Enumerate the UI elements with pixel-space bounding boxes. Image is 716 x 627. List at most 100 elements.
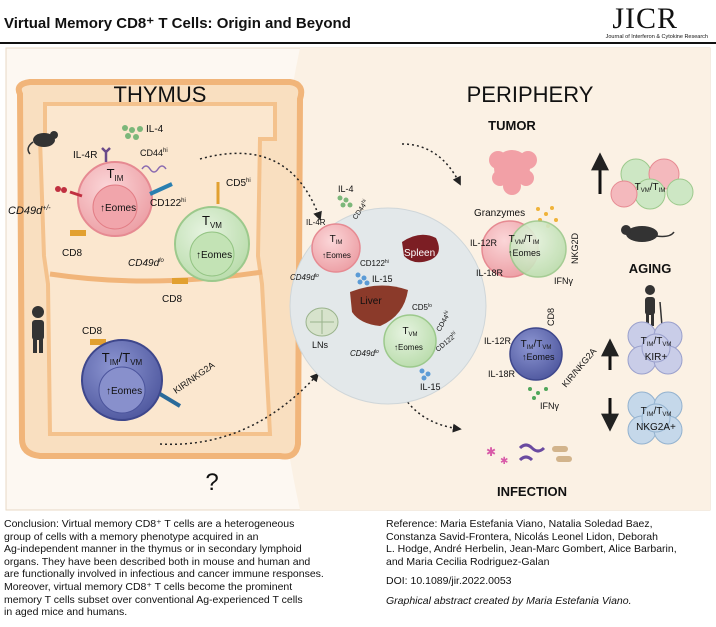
- liver-icon: [350, 285, 408, 326]
- spleen-icon: [402, 234, 439, 263]
- il15-dots-lymphoid: [355, 272, 370, 286]
- cd44-receptor-thymus: [141, 165, 167, 173]
- cd8-thymus-1: CD8: [62, 248, 82, 259]
- conclusion-line-5: are functionally involved in infectious …: [4, 568, 324, 581]
- il12r-tumor: IL-12R: [470, 238, 498, 248]
- il4r-receptor-thymus: [101, 147, 111, 162]
- cd8-receptor-human: [90, 339, 106, 345]
- eomes-lymphoid-2: ↑Eomes: [394, 343, 423, 352]
- elderly-person-icon: [645, 285, 663, 327]
- cd8-human: CD8: [82, 326, 102, 337]
- cd122-receptor-thymus: [149, 182, 173, 196]
- conclusion-text: Conclusion: Virtual memory CD8⁺ T cells …: [4, 518, 376, 619]
- eomes-lymphoid: ↑Eomes: [322, 251, 351, 260]
- pathogen-icons: ✱ ✱: [486, 443, 572, 467]
- il15-lymphoid: IL-15: [372, 274, 393, 284]
- cd5-thymus: CD5hi: [226, 178, 251, 189]
- reference-line-3: L. Hodge, André Herbelin, Jean-Marc Gomb…: [386, 543, 677, 556]
- doi-link[interactable]: DOI: 10.1089/jir.2022.0053: [386, 575, 512, 588]
- arrow-thymus-human-to-lymphoid: [159, 372, 320, 446]
- cd49d-tim-thymus: CD49d+/-: [8, 205, 51, 217]
- tvm-thymus-label: TVM: [202, 213, 222, 230]
- aged-mouse-icon: [621, 225, 675, 242]
- ifng-dots-infection: [528, 387, 548, 400]
- il18r-tumor: IL-18R: [476, 268, 504, 278]
- svg-text:✱: ✱: [500, 456, 508, 467]
- cd8-thymus-2: CD8: [162, 294, 182, 305]
- conclusion-line-1: Conclusion: Virtual memory CD8⁺ T cells …: [4, 518, 295, 530]
- conclusion-line-3: Ag-independent manner in the thymus or i…: [4, 543, 302, 556]
- granzymes-label: Granzymes: [474, 208, 525, 219]
- cd8-periphery: CD8: [546, 308, 556, 326]
- arrow-to-tumor: [401, 143, 461, 186]
- header-divider: [0, 42, 716, 44]
- cd5-lymphoid: CD5lo: [412, 303, 432, 312]
- eomes-infection: ↑Eomes: [522, 352, 555, 362]
- conclusion-line-4: organs. They have been described both in…: [4, 555, 311, 568]
- il12r-infection: IL-12R: [484, 336, 512, 346]
- thymus-tissue: [15, 79, 305, 460]
- il18r-infection: IL-18R: [488, 369, 516, 379]
- spleen-label: Spleen: [404, 248, 435, 259]
- figure-title: Virtual Memory CD8⁺ T Cells: Origin and …: [4, 15, 351, 32]
- arrow-thymus-to-lymphoid: [199, 152, 322, 221]
- kir-cluster-label-2: KIR+: [645, 352, 668, 363]
- kir-cluster: [627, 321, 683, 375]
- il4r-lymphoid: IL-4R: [306, 218, 326, 227]
- journal-logo: JICR: [612, 2, 678, 35]
- tim-cell-thymus: [77, 161, 153, 237]
- kir-cluster-label: TIM/TVM: [641, 336, 672, 348]
- cd8-receptor-thymus: [70, 230, 86, 236]
- il4-thymus: IL-4: [146, 124, 164, 135]
- il4-dots-lymphoid: [337, 195, 353, 208]
- periphery-label: PERIPHERY: [467, 82, 594, 107]
- ifng-tumor: IFNγ: [554, 276, 573, 286]
- expanded-cluster-label: TVM/TIM: [635, 182, 666, 194]
- kir-receptor-human: [158, 392, 182, 408]
- mouse-icon: [27, 131, 58, 155]
- tvm-tim-tumor-label: TVM/TIM: [509, 234, 540, 246]
- il4r-thymus: IL-4R: [73, 150, 97, 161]
- graphical-abstract: THYMUS TIM ↑Eomes IL-4 IL-4R CD44hi CD12…: [5, 47, 711, 511]
- il15-lymphoid-2: IL-15: [420, 382, 441, 392]
- question-mark: ?: [205, 469, 218, 496]
- infection-label: INFECTION: [497, 484, 567, 499]
- cd122-lymphoid: CD122hi: [360, 259, 389, 268]
- cd49d-receptor-thymus: [69, 190, 83, 198]
- tim-tvm-infection-cell: [509, 327, 563, 381]
- liver-label: Liver: [360, 296, 382, 307]
- human-icon: [32, 306, 44, 353]
- il4-lymphoid: IL-4: [338, 184, 354, 194]
- nkg2a-cluster-label-2: NKG2A+: [636, 422, 676, 433]
- eomes-tvm-thymus: ↑Eomes: [196, 250, 232, 261]
- lns-label: LNs: [312, 340, 329, 350]
- nkg2d-label: NKG2D: [570, 232, 580, 264]
- conclusion-line-7: memory T cells subset over conventional …: [4, 593, 303, 606]
- nkg2a-cluster: [627, 391, 683, 445]
- reference-line-2: Constanza Savid-Frontera, Nicolás Leonel…: [386, 530, 658, 543]
- tim-lymphoid-label: TIM: [330, 234, 343, 246]
- ifng-infection: IFNγ: [540, 401, 559, 411]
- eomes-tumor: ↑Eomes: [508, 248, 541, 258]
- tvm-tim-tumor-cells: [481, 220, 567, 278]
- nkg2a-cluster-label: TIM/TVM: [641, 406, 672, 418]
- tvm-cell-thymus: [174, 206, 250, 282]
- eomes-tim-thymus: ↑Eomes: [100, 203, 136, 214]
- tim-tvm-human-cell: [81, 339, 163, 421]
- tumor-label: TUMOR: [488, 118, 536, 133]
- journal-name: Journal of Interferon & Cytokine Researc…: [605, 34, 708, 40]
- reference-text: Reference: Maria Estefania Viano, Natali…: [386, 518, 712, 608]
- cd8-receptor-tvm-thymus: [172, 278, 188, 284]
- thymus-label: THYMUS: [114, 82, 207, 107]
- aging-label: AGING: [629, 261, 672, 276]
- cd122-thymus: CD122hi: [150, 198, 186, 209]
- reference-line-1: Reference: Maria Estefania Viano, Natali…: [386, 518, 653, 530]
- cd44-thymus: CD44hi: [140, 148, 168, 158]
- conclusion-line-6: Moreover, virtual memory CD8⁺ T cells be…: [4, 580, 293, 593]
- tim-cell-lymphoid: [311, 223, 361, 273]
- cd49d-tvm-thymus: CD49dlo: [128, 258, 164, 269]
- tumor-icon: [489, 150, 537, 195]
- cd49d-lymphoid-2: CD49dlo: [350, 349, 379, 358]
- reference-line-4: and Maria Cecilia Rodriguez-Galan: [386, 555, 550, 568]
- svg-text:✱: ✱: [486, 445, 496, 459]
